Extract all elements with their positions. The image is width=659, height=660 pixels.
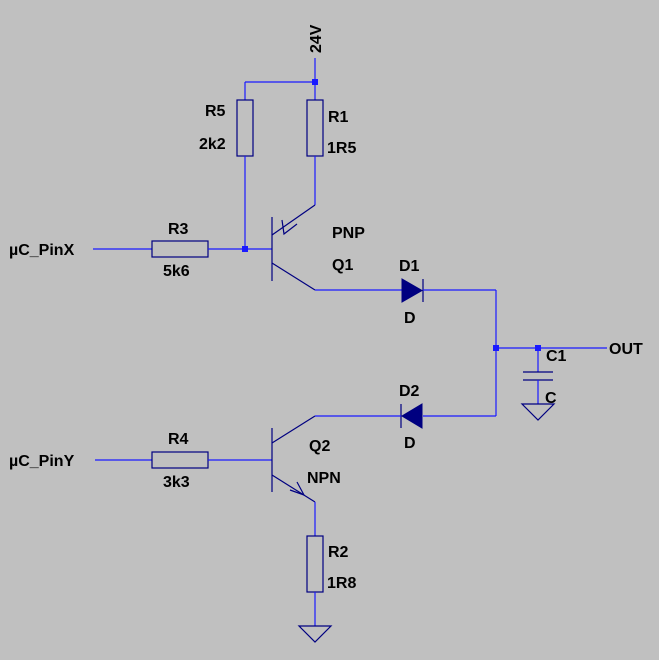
- d1-anode-triangle: [401, 278, 424, 303]
- d2-name: D2: [399, 383, 420, 400]
- ground-c1-icon: [520, 403, 556, 421]
- supply-label: 24V: [308, 24, 325, 53]
- c1-name: C1: [546, 348, 567, 365]
- transistor-q2-npn: Q2 NPN: [271, 415, 341, 503]
- resistor-r1: R1 1R5: [306, 99, 356, 157]
- q2-emitter-arrow: [289, 481, 306, 497]
- d2-value: D: [404, 435, 416, 452]
- input-pin-y-label: µC_PinY: [9, 453, 75, 470]
- resistor-r4: R4 3k3: [151, 431, 209, 491]
- r2-name: R2: [328, 544, 349, 561]
- q1-type: PNP: [332, 225, 365, 242]
- q1-collector-lead: [271, 262, 316, 291]
- r2-value: 1R8: [327, 575, 356, 592]
- d2-anode-triangle: [401, 403, 423, 429]
- r1-body: [306, 99, 324, 157]
- r5-value: 2k2: [199, 136, 226, 153]
- d1-value: D: [404, 310, 416, 327]
- q1-name: Q1: [332, 257, 353, 274]
- resistor-r2: R2 1R8: [306, 535, 356, 593]
- q1-emitter-lead: [271, 204, 316, 236]
- r3-name: R3: [168, 221, 189, 238]
- ground-r2-icon: [297, 625, 333, 643]
- junction-q1-base: [242, 246, 248, 252]
- c1-value: C: [545, 390, 557, 407]
- r4-name: R4: [168, 431, 189, 448]
- r4-value: 3k3: [163, 474, 190, 491]
- r5-name: R5: [205, 103, 226, 120]
- q1-emitter-arrow: [281, 219, 298, 236]
- r3-body: [151, 240, 209, 258]
- output-label: OUT: [609, 341, 643, 358]
- resistor-r3: R3 5k6: [151, 221, 209, 280]
- transistor-q1-pnp: PNP Q1: [271, 204, 365, 291]
- q2-type: NPN: [307, 470, 341, 487]
- input-pin-x-label: µC_PinX: [9, 242, 75, 259]
- q2-emitter-lead: [271, 474, 316, 503]
- supply-24v: 24V: [308, 24, 325, 82]
- r1-name: R1: [328, 109, 349, 126]
- r1-value: 1R5: [327, 140, 356, 157]
- d1-name: D1: [399, 258, 420, 275]
- capacitor-c1: C1 C: [523, 348, 567, 407]
- diode-d2: D2 D: [399, 383, 423, 452]
- q2-name: Q2: [309, 438, 330, 455]
- junction-supply: [312, 79, 318, 85]
- r3-value: 5k6: [163, 263, 190, 280]
- r4-body: [151, 451, 209, 469]
- diode-d1: D1 D: [399, 258, 424, 327]
- r5-body: [236, 99, 254, 157]
- junction-output: [493, 345, 499, 351]
- q2-collector-lead: [271, 415, 316, 444]
- resistor-r5: R5 2k2: [199, 99, 254, 157]
- r2-body: [306, 535, 324, 593]
